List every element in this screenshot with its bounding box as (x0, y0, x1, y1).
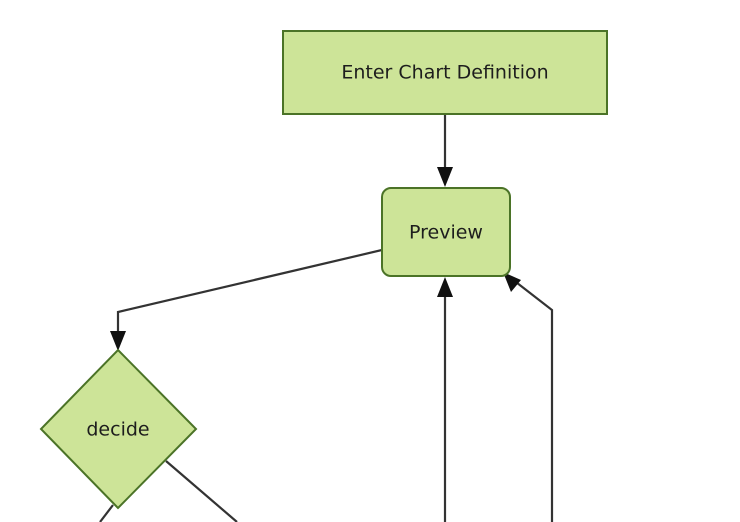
arrowhead-icon (437, 167, 453, 187)
node-preview[interactable]: Preview (381, 187, 511, 277)
edge-decide-right-out (165, 460, 238, 522)
node-shape-diamond[interactable] (39, 348, 198, 510)
arrowhead-icon (503, 272, 521, 292)
arrowhead-icon (437, 277, 453, 297)
edge-line (511, 278, 554, 522)
edge-line (116, 248, 383, 338)
edge-decide-bottom-out (99, 504, 114, 522)
node-shape-rounded-rectangle[interactable] (381, 187, 511, 277)
node-label: decide (86, 419, 149, 441)
node-shape-rectangle[interactable] (282, 30, 608, 115)
edge-line (99, 504, 114, 522)
node-enter-chart-definition[interactable]: Enter Chart Definition (282, 30, 608, 115)
arrowhead-icon (110, 331, 126, 351)
edge-enter-to-preview (437, 114, 453, 187)
node-label: Enter Chart Definition (341, 62, 548, 84)
edge-preview-to-decide (110, 248, 383, 351)
edge-bottom-right-to-preview (503, 272, 554, 522)
edge-line (165, 460, 238, 522)
node-decide[interactable]: decide (39, 348, 198, 510)
node-label: Preview (409, 222, 483, 244)
edge-bottom-center-to-preview (437, 277, 453, 522)
